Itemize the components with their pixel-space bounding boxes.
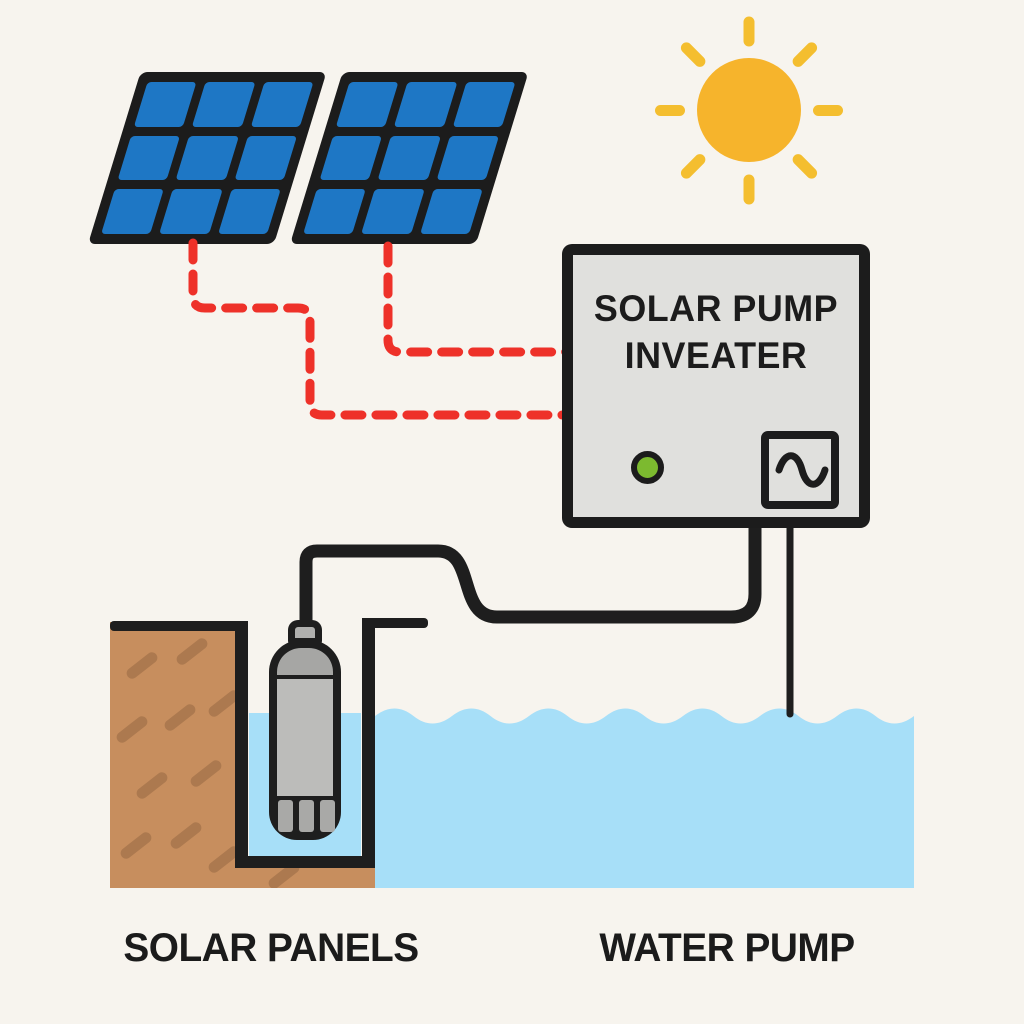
panel-cell: [234, 135, 298, 181]
inverter-title-line2: INVEATER: [624, 335, 808, 377]
panel-cell: [303, 189, 367, 234]
inverter-title: SOLAR PUMP INVEATER: [577, 285, 854, 380]
soil-streak: [162, 702, 198, 733]
sun-ray-icon: [678, 151, 708, 181]
soil-strip: [236, 866, 375, 888]
well-bottom: [235, 856, 375, 868]
soil-streak: [266, 866, 302, 888]
soil-streak: [168, 820, 204, 851]
well-right-wall: [362, 618, 375, 868]
soil-streak: [134, 770, 170, 801]
label-water-pump: WATER PUMP: [599, 926, 855, 970]
panel-cell: [419, 189, 483, 234]
soil-streak: [114, 714, 150, 745]
pump-dome: [277, 648, 333, 675]
inverter-box: SOLAR PUMP INVEATER: [562, 244, 870, 528]
soil-block: [110, 622, 236, 888]
label-solar-panels: SOLAR PANELS: [123, 926, 419, 970]
panel-cell: [117, 135, 181, 181]
sun-ray-icon: [678, 39, 708, 69]
well-left-wall: [235, 621, 248, 868]
dc-wire-panel-left: [188, 238, 571, 420]
panel-cell: [452, 82, 516, 127]
pump-intake-slot: [278, 800, 293, 832]
panel-cell: [159, 189, 223, 234]
panel-cell: [250, 82, 314, 127]
panel-cell: [192, 82, 256, 127]
pump-intake-slot: [320, 800, 335, 832]
panel-cell: [361, 189, 425, 234]
well-casing-edge: [362, 618, 428, 628]
panel-cell: [335, 82, 399, 127]
pump-power-cable: [299, 517, 762, 639]
sun-ray-icon: [813, 104, 843, 116]
led-indicator: [631, 451, 664, 484]
dc-wire-panel-right: [383, 241, 571, 357]
soil-streak: [188, 758, 224, 789]
pump-intake-slot: [299, 800, 314, 832]
sun-ray-icon: [743, 174, 755, 204]
sun-ray-icon: [790, 39, 820, 69]
sine-wave-box: [761, 431, 839, 509]
solar-panel-left: [88, 72, 327, 244]
water-body: [375, 708, 914, 888]
sun-circle: [697, 58, 801, 162]
solar-panel-right: [290, 72, 529, 244]
panel-cell: [377, 135, 441, 181]
panel-cell: [175, 135, 239, 181]
pump-body: [277, 679, 333, 796]
soil-streak: [124, 650, 160, 681]
panel-cell: [394, 82, 458, 127]
panel-cell: [101, 189, 165, 234]
soil-streak: [206, 844, 236, 875]
panel-cell: [319, 135, 383, 181]
panel-cell: [436, 135, 500, 181]
soil-streak: [174, 636, 210, 667]
panel-cell: [217, 189, 281, 234]
ground-line: [110, 621, 248, 631]
soil-streak: [118, 830, 154, 861]
sine-wave-icon: [775, 452, 829, 488]
sun-ray-icon: [790, 151, 820, 181]
sun-ray-icon: [655, 104, 685, 116]
panel-cell: [133, 82, 197, 127]
soil-streak: [206, 688, 236, 719]
inverter-title-line1: SOLAR PUMP: [593, 288, 839, 329]
sun-ray-icon: [743, 16, 755, 46]
